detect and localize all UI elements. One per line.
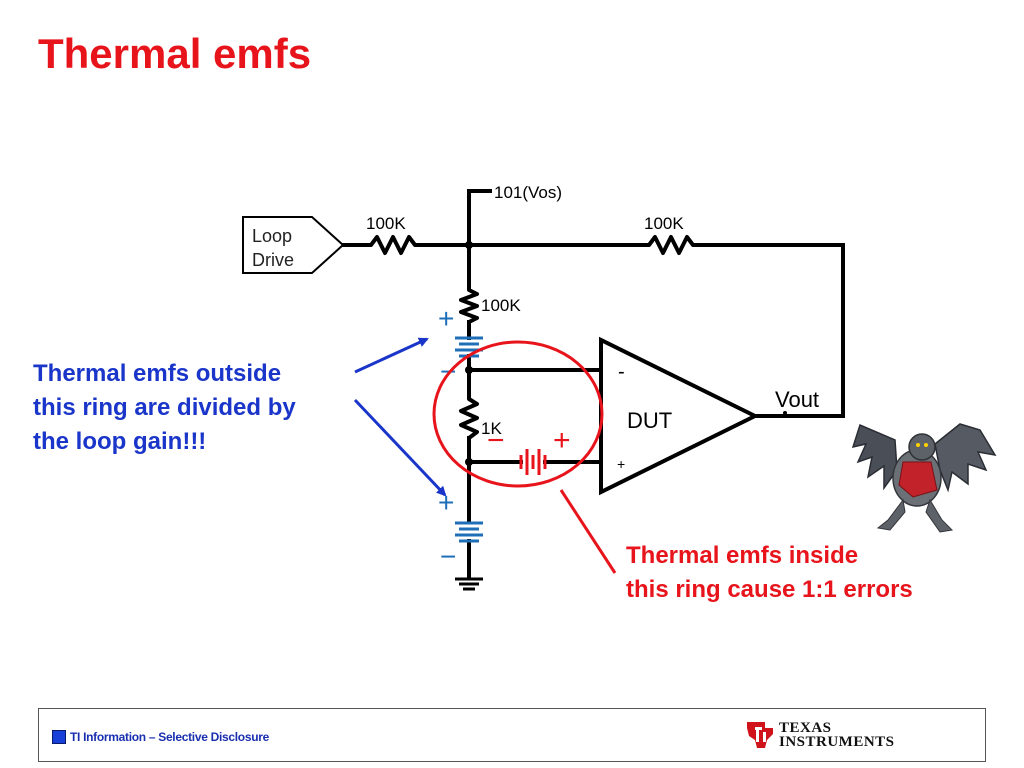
battery-lower bbox=[455, 521, 483, 543]
callout-line-red bbox=[559, 489, 617, 574]
r-divider-label: 100K bbox=[481, 296, 521, 315]
resistor-feedback bbox=[642, 235, 698, 255]
opamp-inverting-pin: - bbox=[618, 361, 625, 383]
callout-arrow-lower bbox=[353, 398, 447, 497]
battery-inside-ring bbox=[519, 449, 547, 475]
ti-logo: TEXAS INSTRUMENTS bbox=[743, 718, 894, 754]
polarity-plus-inside: + bbox=[553, 424, 571, 457]
callout-outside-ring: Thermal emfs outside this ring are divid… bbox=[33, 357, 296, 459]
r-feedback-label: 100K bbox=[644, 214, 684, 233]
junction-dot bbox=[465, 241, 473, 249]
slide-title: Thermal emfs bbox=[38, 30, 312, 77]
slide-footer: TI Information – Selective Disclosure TE… bbox=[38, 708, 986, 762]
callout-inside-line: Thermal emfs inside bbox=[626, 542, 859, 569]
ti-logo-text-line1: TEXAS bbox=[779, 720, 832, 736]
resistor-divider bbox=[459, 286, 479, 324]
opamp-noninverting-pin: + bbox=[617, 456, 625, 472]
ti-logo-text-line2: INSTRUMENTS bbox=[779, 734, 895, 750]
ti-logo-icon bbox=[747, 722, 773, 748]
callout-outside-line: Thermal emfs outside bbox=[33, 360, 282, 387]
callout-outside-line: the loop gain!!! bbox=[33, 428, 207, 455]
resistor-input bbox=[364, 235, 420, 255]
flying-monkey-icon bbox=[851, 423, 997, 533]
vout-label: Vout bbox=[775, 387, 819, 412]
error-ring bbox=[432, 340, 604, 488]
loop-drive-label-line1: Loop bbox=[252, 226, 292, 246]
disclosure-text: TI Information – Selective Disclosure bbox=[70, 730, 269, 744]
callout-inside-line: this ring cause 1:1 errors bbox=[626, 576, 913, 603]
vos-node-label: 101(Vos) bbox=[494, 183, 562, 202]
resistor-1k bbox=[459, 394, 479, 440]
loop-drive-source bbox=[242, 216, 345, 274]
opamp-label: DUT bbox=[627, 408, 672, 433]
loop-drive-label-line2: Drive bbox=[252, 250, 294, 270]
disclosure-square-icon bbox=[52, 730, 66, 744]
polarity-minus-inside: − bbox=[487, 424, 505, 457]
polarity-minus-lower: − bbox=[440, 541, 456, 572]
junction-dot bbox=[465, 366, 473, 374]
battery-upper bbox=[455, 336, 483, 358]
junction-dot bbox=[465, 458, 473, 466]
callout-outside-line: this ring are divided by bbox=[33, 394, 296, 421]
callout-arrow-upper bbox=[354, 337, 429, 374]
polarity-plus-upper: + bbox=[438, 303, 454, 334]
circuit-wires bbox=[341, 189, 845, 580]
vout-node bbox=[783, 411, 787, 415]
r-input-label: 100K bbox=[366, 214, 406, 233]
r-1k-label: 1K bbox=[481, 419, 502, 438]
ground-symbol bbox=[455, 577, 483, 591]
circuit-diagram: Loop Drive DUT - + 101(Vos) 100K 100K 10… bbox=[242, 183, 997, 591]
callout-inside-ring: Thermal emfs inside this ring cause 1:1 … bbox=[626, 539, 913, 607]
